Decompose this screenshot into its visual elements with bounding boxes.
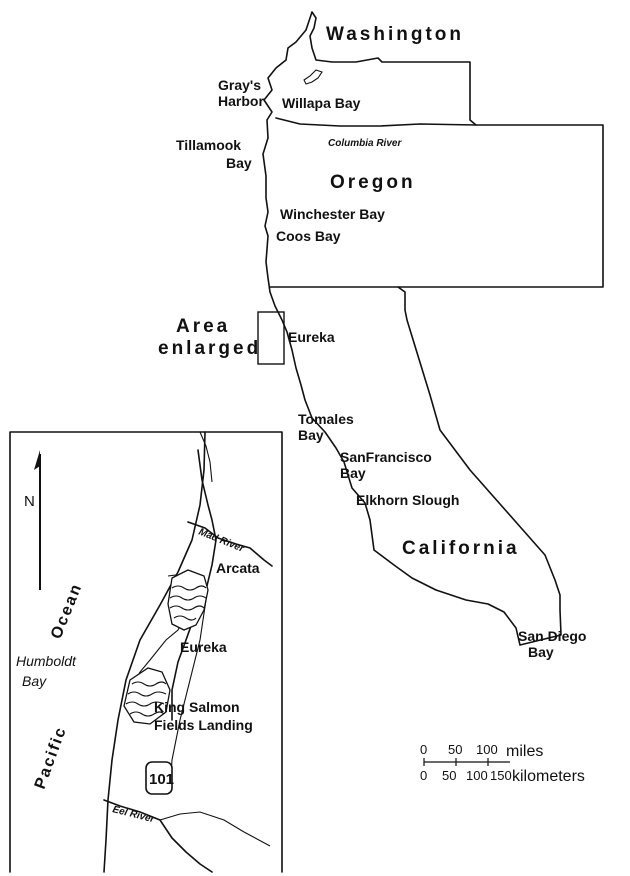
place-san-diego-bay: San Diego [518,628,586,644]
place-willapa-bay: Willapa Bay [282,95,361,111]
place-tillamook: Tillamook [176,137,241,153]
place-grays-harbor: Gray's [218,77,261,93]
place-san-francisco-bay: SanFrancisco [340,449,432,465]
place-eureka: Eureka [288,329,335,345]
place-tomales-bay: Tomales [298,411,354,427]
inset-river-branch [159,811,271,847]
place-columbia-river: Columbia River [328,138,402,149]
inset-coastline [103,431,206,873]
place-grays-harbor-2: Harbor [218,93,264,109]
inset-king-salmon-label: King Salmon [154,699,240,715]
inset-ocean-label: Ocean [48,580,86,641]
place-elkhorn-slough: Elkhorn Slough [356,492,459,508]
inset-eureka-label: Eureka [180,639,227,655]
inset-eel-river-label: Eel River [111,804,156,825]
inset-map: N 101 Ocea [9,431,283,873]
scale-km-tick-0: 0 [420,768,427,783]
scale-km-tick-150: 150 [490,768,512,783]
inset-pacific-label: Pacific [32,724,70,791]
area-enlarged-label: Area [176,316,230,337]
scale-bar: 0 50 100 miles 0 50 100 150 kilometers [420,742,585,785]
inset-mad-river [187,521,273,567]
west-coast-outline [262,11,604,646]
area-enlarged-box [257,311,285,365]
scale-km-tick-50: 50 [442,768,456,783]
state-label-oregon: Oregon [330,172,416,193]
scale-mile-tick-0: 0 [420,742,427,757]
scale-mile-tick-100: 100 [476,742,498,757]
place-san-diego-bay-2: Bay [528,644,554,660]
inset-mad-river-label: Mad River [197,527,246,556]
highway-number: 101 [149,771,174,788]
inset-eel-river [103,799,213,873]
puget-sound [303,69,323,85]
area-enlarged-label-2: enlarged [158,338,261,359]
place-tomales-bay-2: Bay [298,427,324,443]
place-winchester-bay: Winchester Bay [280,206,385,222]
inset-humboldt-bay-label: Humboldt [16,653,77,669]
inset-humboldt-bay-label-2: Bay [22,673,47,689]
scale-km-unit: kilometers [512,768,585,785]
inset-north-stream [199,431,213,483]
north-arrow-icon: N [24,450,41,590]
scale-mile-tick-50: 50 [448,742,462,757]
inset-arcata-label: Arcata [216,560,260,576]
wa-or-border [275,117,477,127]
highway-shield-icon: 101 [145,761,174,795]
scale-miles-unit: miles [506,743,543,760]
inset-fields-landing-label: Fields Landing [154,717,253,733]
state-label-california: California [402,538,520,559]
inset-bay-shore [171,449,217,721]
state-label-washington: Washington [326,24,464,45]
inset-bay-hatching [125,585,207,717]
place-san-francisco-bay-2: Bay [340,465,366,481]
place-tillamook-2: Bay [226,155,252,171]
scale-km-tick-100: 100 [466,768,488,783]
place-coos-bay: Coos Bay [276,228,341,244]
north-label: N [24,493,35,510]
